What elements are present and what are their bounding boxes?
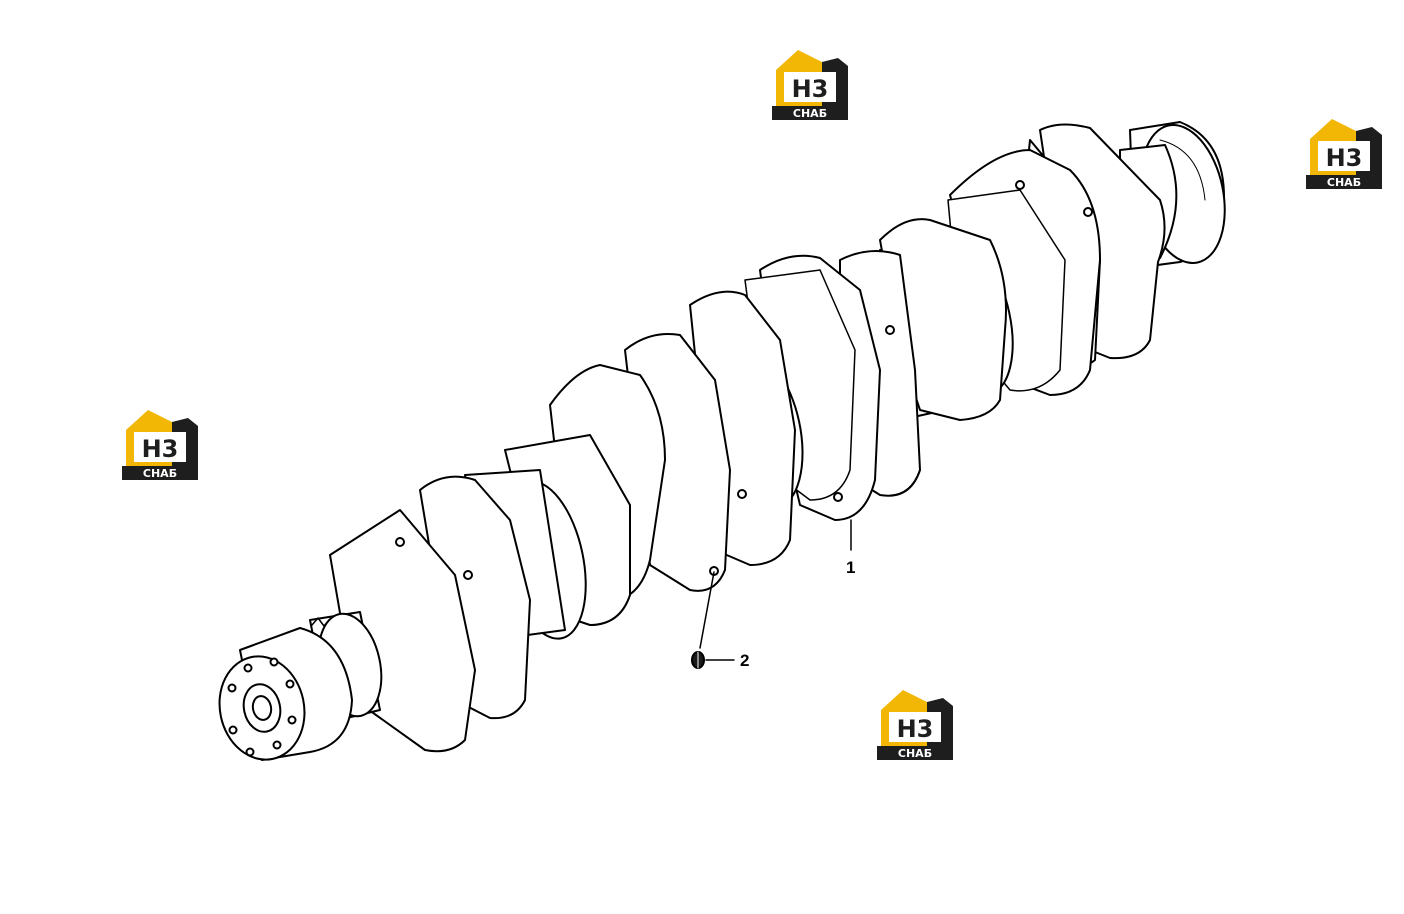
brand-logo-watermark: H3 СНАБ [122,408,198,480]
logo-caption: СНАБ [898,747,932,760]
plug-part [691,651,705,669]
house-logo-icon: H3 СНАБ [122,410,198,480]
house-logo-icon: H3 СНАБ [772,50,848,120]
callout-label-1: 1 [846,558,855,577]
house-logo-icon: H3 СНАБ [877,690,953,760]
leader-line-2a [699,571,715,649]
brand-logo-watermark: H3 СНАБ [877,688,953,760]
logo-letters: H3 [897,715,934,743]
logo-letters: H3 [142,435,179,463]
logo-letters: H3 [1326,144,1363,172]
brand-logo-watermark: H3 СНАБ [1306,117,1382,189]
logo-caption: СНАБ [143,467,177,480]
brand-logo-watermark: H3 СНАБ [772,48,848,120]
logo-caption: СНАБ [793,107,827,120]
logo-caption: СНАБ [1327,176,1361,189]
front-flange [218,627,353,761]
callout-label-2: 2 [740,651,749,670]
house-logo-icon: H3 СНАБ [1306,119,1382,189]
logo-letters: H3 [792,75,829,103]
